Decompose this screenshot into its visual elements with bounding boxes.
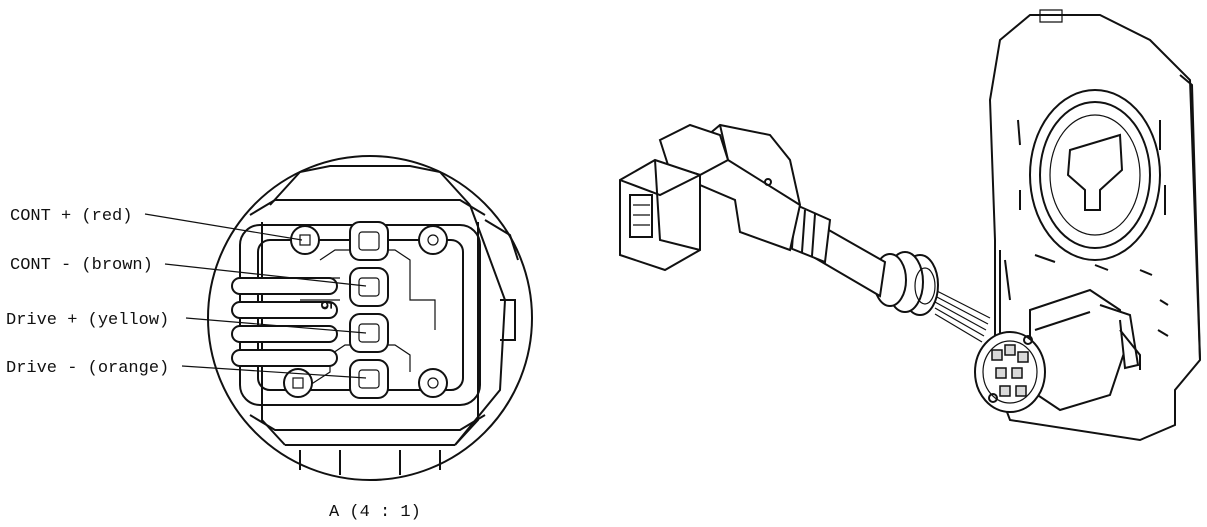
pin-pad-drive-minus	[349, 359, 389, 399]
pin-pads	[349, 221, 389, 399]
leader-line	[144, 213, 303, 241]
detail-outer-circle	[207, 155, 533, 481]
motor	[974, 288, 1141, 413]
view-caption: A (4 : 1)	[329, 503, 421, 522]
leader-line	[181, 365, 367, 379]
mounting-hole	[418, 368, 448, 398]
detail-marking: 5	[315, 300, 334, 310]
pin-pad-cont-minus	[349, 267, 389, 307]
mounting-hole	[283, 368, 313, 398]
plug-housing	[619, 158, 701, 272]
pin-pad-cont-plus	[349, 221, 389, 261]
detail-view-a: 5	[207, 155, 533, 481]
leader-line	[164, 263, 367, 287]
mounting-hole	[418, 225, 448, 255]
callout-label-cont-minus: CONT - (brown)	[10, 256, 153, 275]
wire-leads	[231, 277, 338, 367]
plug-body	[658, 123, 802, 252]
ribbon-leads	[934, 289, 991, 343]
callout-label-cont-plus: CONT + (red)	[10, 207, 132, 226]
callout-label-drive-plus: Drive + (yellow)	[6, 311, 169, 330]
plug-pins	[629, 194, 653, 238]
leader-line	[185, 317, 367, 334]
pin-pad-drive-plus	[349, 313, 389, 353]
assembly-view	[619, 9, 1202, 442]
mounting-holes	[283, 225, 448, 398]
motor-face	[974, 331, 1046, 413]
callout-label-drive-minus: Drive - (orange)	[6, 359, 169, 378]
callouts: CONT + (red) CONT - (brown) Drive + (yel…	[6, 207, 367, 379]
mounting-hole	[290, 225, 320, 255]
